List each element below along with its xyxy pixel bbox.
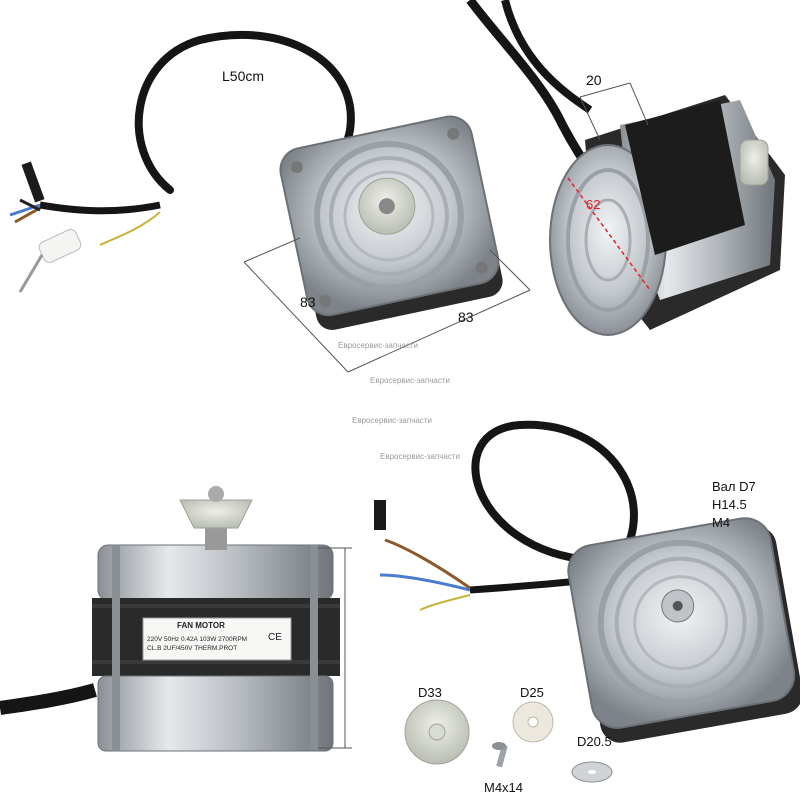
thickness-dimension-label: 20 (586, 72, 602, 88)
photo-motor-side-view (0, 486, 352, 752)
nameplate-rating-line: 220V 50Hz 0.42A 103W 2700RPM (147, 636, 248, 643)
screw-size-label: M4x14 (484, 780, 524, 795)
photo-motor-top-view (9, 30, 531, 373)
shaft-spec-line: H14.5 (712, 497, 747, 512)
photo-motor-angle-view (466, 0, 785, 336)
nameplate-title: FAN MOTOR (177, 621, 225, 630)
hub-diameter-label: D33 (418, 685, 442, 700)
watermark: Евросервис-запчасти (380, 452, 460, 461)
watermark: Евросервис-запчасти (338, 341, 418, 350)
shaft-specs: Вал D7 H14.5 M4 (712, 478, 756, 532)
depth-dimension-label: 83 (458, 309, 474, 325)
shaft-spec-line: M4 (712, 515, 731, 530)
ce-mark: CE (268, 632, 282, 643)
nameplate-class-line: CL.B 2UF/450V THERM.PROT (147, 645, 238, 652)
watermark: Евросервис-запчасти (370, 376, 450, 385)
small-washer-label: D20.5 (577, 734, 612, 749)
watermark: Евросервис-запчасти (352, 416, 432, 425)
diameter-dimension-label: 62 (586, 197, 601, 212)
shaft-spec-line: Вал D7 (712, 479, 756, 494)
large-washer-label: D25 (520, 685, 544, 700)
photo-motor-with-parts (374, 420, 800, 783)
cable-length-label: L50cm (222, 68, 265, 84)
width-dimension-label: 83 (300, 294, 316, 310)
